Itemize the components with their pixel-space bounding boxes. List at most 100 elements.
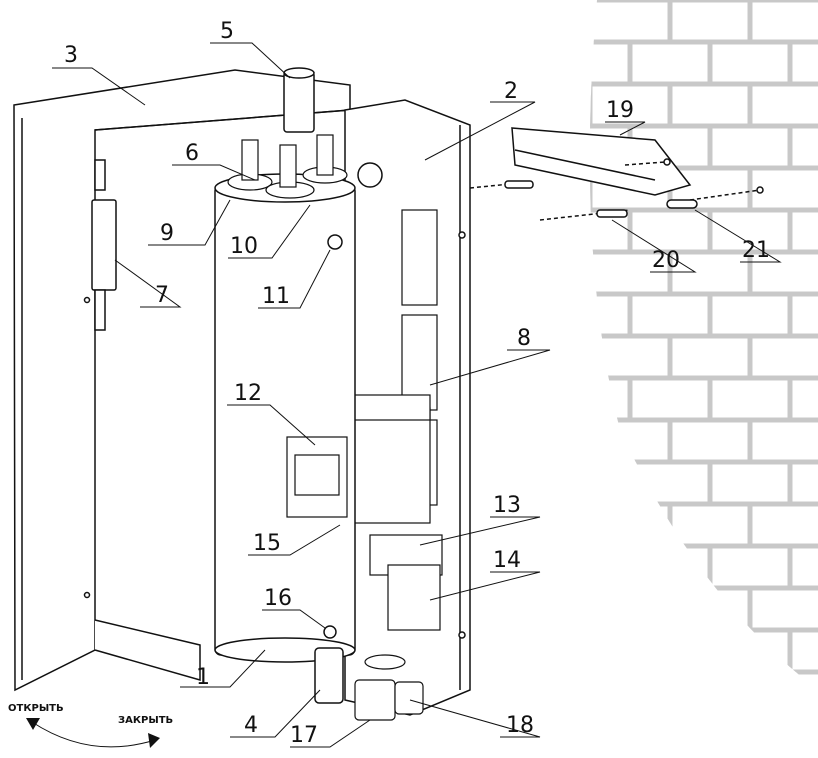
wall-brick: [589, 501, 673, 549]
open-direction-label: ОТКРЫТЬ: [8, 703, 64, 714]
wall-brick: [589, 543, 633, 591]
heating-elements: [227, 134, 348, 199]
wall-brick: [707, 459, 793, 507]
wall-brick: [627, 291, 713, 339]
wall-brick: [470, 294, 550, 336]
wall-brick: [589, 585, 593, 633]
cable-glands: [354, 654, 424, 721]
outlet-pipe: [283, 67, 315, 133]
wall-brick: [707, 375, 793, 423]
wall-brick: [627, 459, 713, 507]
leader-lines: [52, 42, 782, 748]
wall-brick: [787, 207, 818, 255]
wall-brick: [707, 543, 793, 591]
callout-20: 20: [652, 248, 680, 273]
wall-brick: [589, 669, 593, 690]
wall-brick: [787, 291, 818, 339]
callout-17: 17: [290, 723, 318, 748]
wall-brick: [710, 714, 790, 756]
callout-12: 12: [234, 381, 262, 406]
wall-brick: [627, 375, 713, 423]
wall-brick: [787, 543, 818, 591]
wall-brick: [667, 501, 753, 549]
wall-brick: [667, 669, 753, 690]
wall-brick: [589, 585, 673, 633]
callout-19: 19: [606, 98, 634, 123]
callout-18: 18: [506, 713, 534, 738]
wall-brick: [589, 39, 633, 87]
wall-brick: [747, 669, 818, 690]
callout-labels: 1 2 3 4 5 6 7 8 9 10 11 12 13 14 15 16 1…: [64, 19, 770, 748]
wall-brick: [667, 0, 753, 45]
wall-brick: [747, 417, 818, 465]
callout-9: 9: [160, 221, 174, 246]
wall-brick: [630, 714, 710, 756]
wall-brick: [589, 81, 593, 129]
wall-brick: [470, 378, 550, 420]
callout-6: 6: [185, 141, 199, 166]
wall-brick: [787, 123, 818, 171]
wall-brick: [470, 630, 550, 672]
housing-shell: [13, 69, 351, 692]
callout-1: 1: [196, 665, 210, 690]
callout-7: 7: [155, 283, 169, 308]
wall-brick: [627, 39, 713, 87]
wall-brick: [747, 501, 818, 549]
wall-brick: [470, 42, 550, 84]
close-direction-label: ЗАКРЫТЬ: [118, 715, 173, 726]
brick-wall: [470, 0, 818, 756]
wall-brick: [627, 207, 713, 255]
circuit-breaker: [286, 436, 348, 518]
callout-14: 14: [493, 548, 521, 573]
callout-13: 13: [493, 493, 521, 518]
wall-brick: [627, 543, 713, 591]
wall-brick: [747, 81, 818, 129]
callout-10: 10: [230, 234, 258, 259]
callout-5: 5: [220, 19, 234, 44]
wall-brick: [667, 417, 753, 465]
callout-4: 4: [244, 713, 258, 738]
callout-15: 15: [253, 531, 281, 556]
wall-brick: [707, 123, 793, 171]
wall-brick: [589, 417, 593, 465]
callout-21: 21: [742, 238, 770, 263]
wall-brick: [707, 291, 793, 339]
wall-brick: [589, 375, 633, 423]
wall-brick: [550, 714, 630, 756]
wall-mounting-rail: [469, 127, 764, 221]
wall-brick: [787, 459, 818, 507]
wall-brick: [589, 291, 633, 339]
wall-brick: [589, 0, 673, 45]
wall-brick: [470, 210, 550, 252]
wall-brick: [790, 714, 818, 756]
wall-brick: [589, 459, 633, 507]
wall-brick: [627, 627, 713, 675]
wall-brick: [589, 0, 593, 45]
wall-brick: [787, 39, 818, 87]
wall-brick: [589, 627, 633, 675]
wall-brick: [589, 417, 673, 465]
wall-brick: [589, 669, 673, 690]
wall-brick: [667, 333, 753, 381]
callout-16: 16: [264, 586, 292, 611]
wall-brick: [589, 333, 673, 381]
open-close-arrow: ОТКРЫТЬ ЗАКРЫТЬ: [8, 703, 173, 748]
wall-brick: [667, 585, 753, 633]
terminal-blocks: [369, 534, 443, 631]
wall-brick: [667, 249, 753, 297]
wall-brick: [589, 501, 593, 549]
wall-brick: [787, 375, 818, 423]
wall-brick: [787, 627, 818, 675]
wall-brick: [747, 333, 818, 381]
callout-2: 2: [504, 79, 518, 104]
wall-brick: [747, 0, 818, 45]
wall-brick: [707, 39, 793, 87]
callout-8: 8: [517, 326, 531, 351]
wall-brick: [667, 81, 753, 129]
callout-11: 11: [262, 284, 290, 309]
wall-brick: [747, 585, 818, 633]
wall-brick: [707, 627, 793, 675]
callout-3: 3: [64, 43, 78, 68]
wall-brick: [589, 249, 593, 297]
